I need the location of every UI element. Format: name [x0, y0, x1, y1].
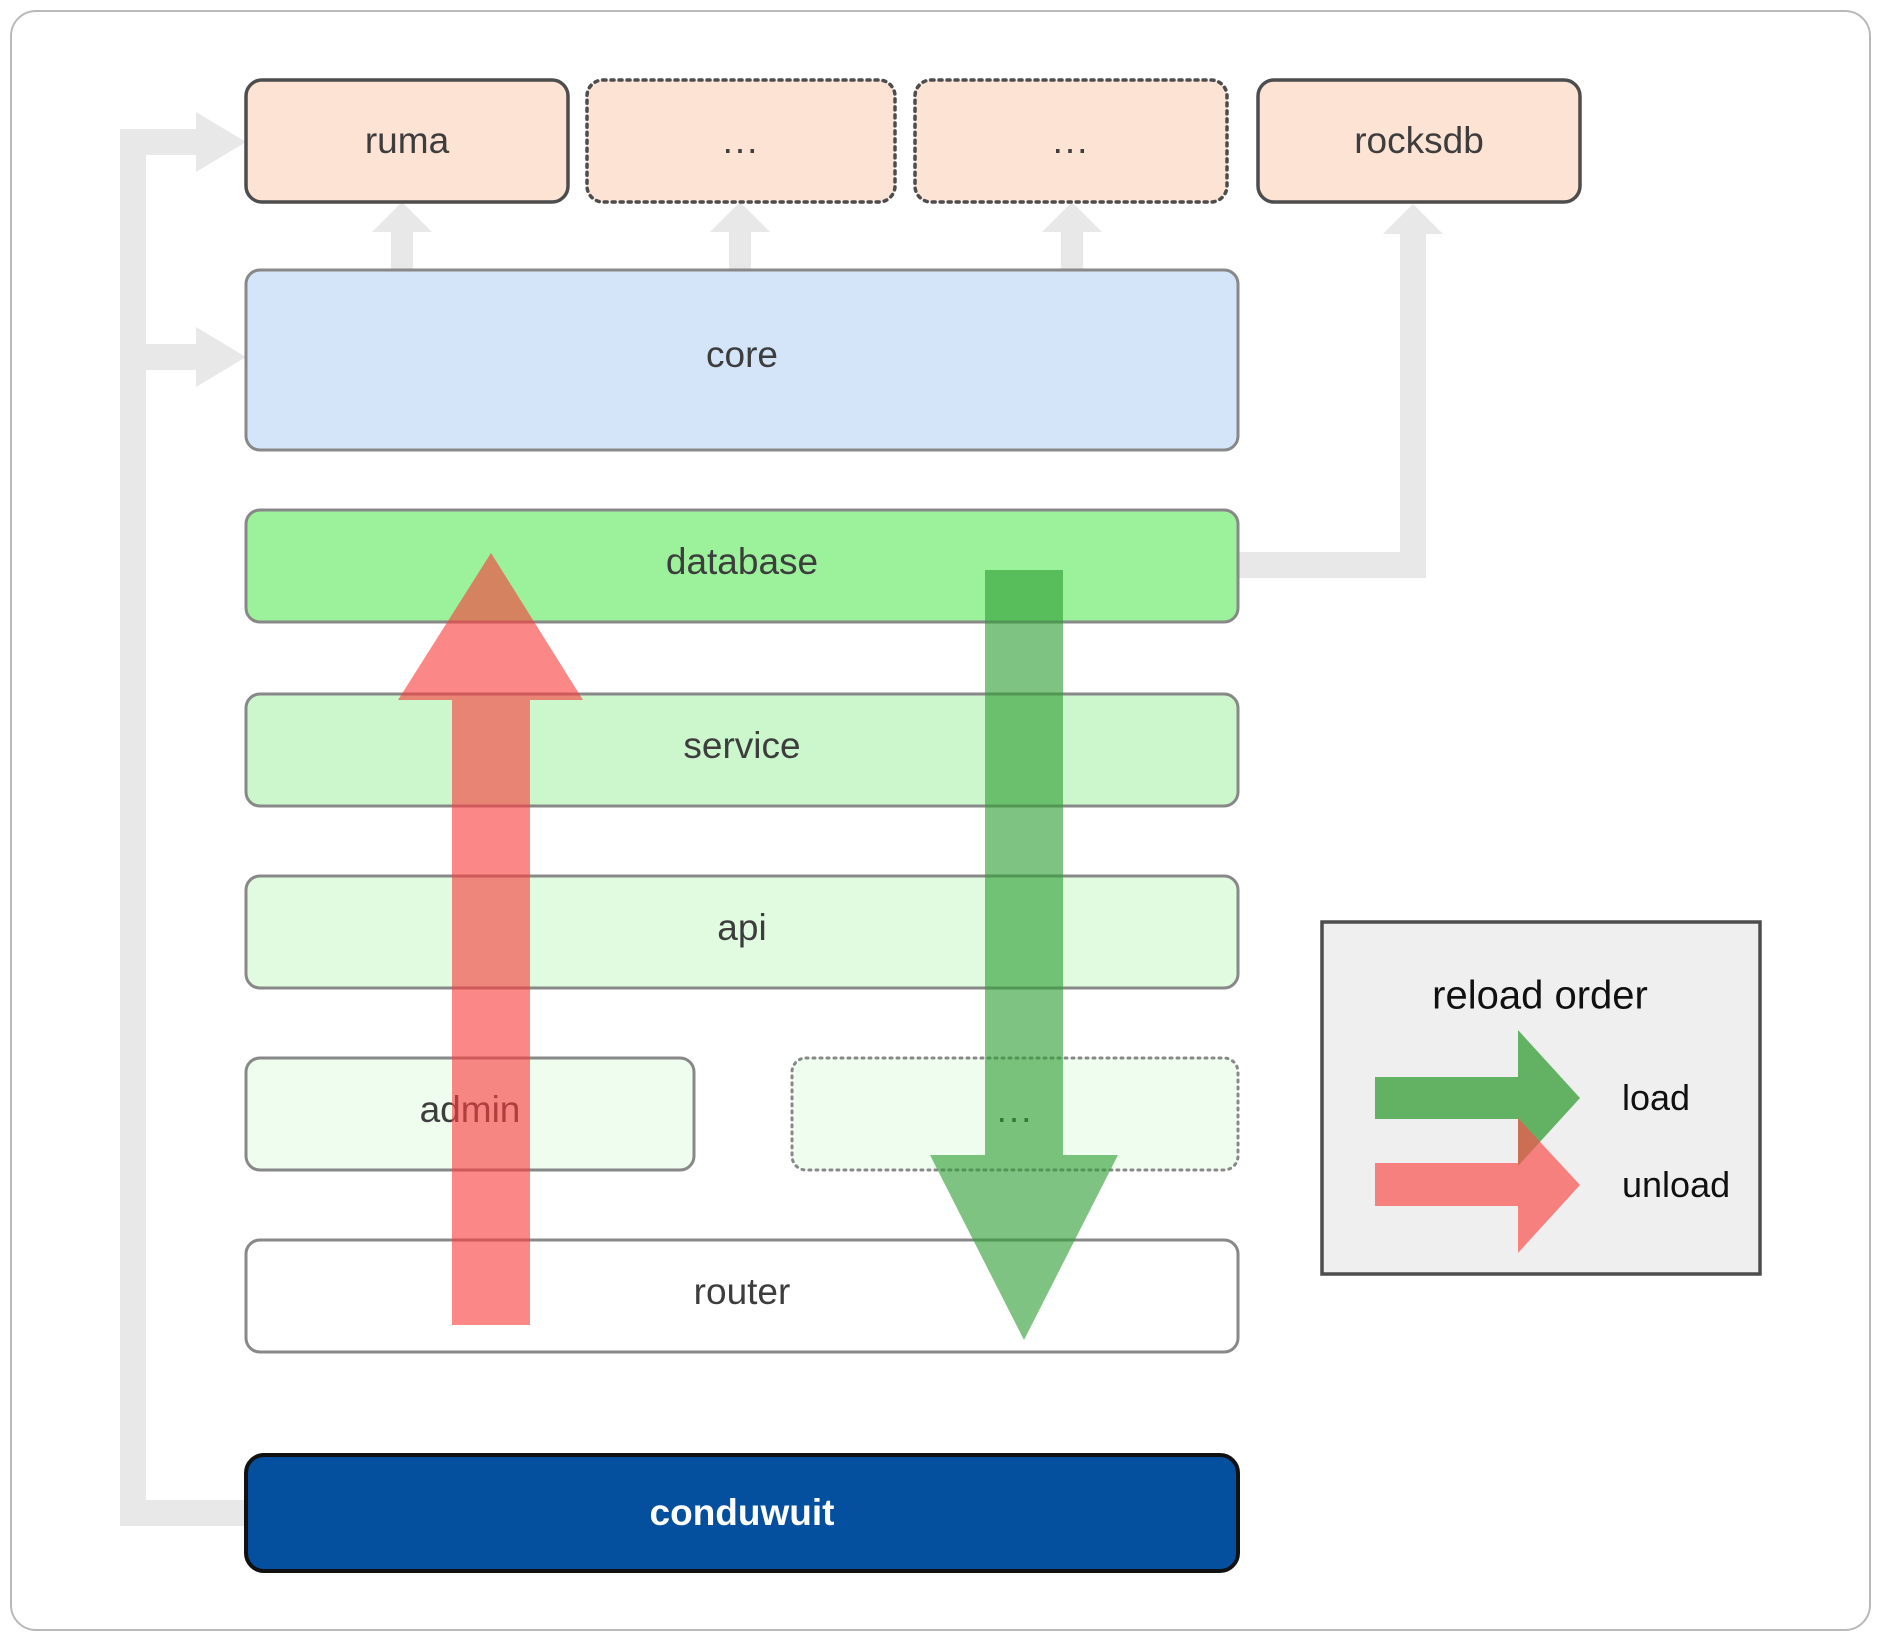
connector-core-to-ext2 — [1042, 202, 1102, 273]
unload-flow-arrow — [398, 553, 583, 1325]
layer-label: database — [666, 541, 818, 582]
external-crate-label: ... — [723, 120, 760, 161]
legend-unload-arrow-icon — [1375, 1118, 1580, 1253]
layer-label: service — [683, 725, 800, 766]
connector-arrowhead-ruma — [196, 112, 246, 172]
connector-conduwuit-left-rail — [120, 129, 245, 1526]
root-crate-conduwuit[interactable]: conduwuit — [244, 1453, 1240, 1573]
layer-api[interactable]: api — [244, 874, 1240, 990]
layer-router[interactable]: router — [244, 1238, 1240, 1354]
layer-label: api — [717, 907, 766, 948]
external-crate-ext2[interactable]: ... — [913, 78, 1229, 204]
layer-label: router — [694, 1271, 791, 1312]
legend-entry-unload: unload — [1375, 1118, 1730, 1253]
external-crate-ext1[interactable]: ... — [585, 78, 897, 204]
layer-label: core — [706, 334, 778, 375]
external-crate-label: ... — [1053, 120, 1090, 161]
connector-arrowhead-rocksdb — [1383, 204, 1443, 234]
root-crate-label: conduwuit — [650, 1492, 835, 1533]
external-crate-row: ruma ... ... rocksdb — [244, 78, 1582, 204]
legend-unload-label: unload — [1622, 1164, 1730, 1205]
external-crate-label: ruma — [365, 120, 450, 161]
external-crate-ruma[interactable]: ruma — [244, 78, 570, 204]
legend-title: reload order — [1432, 974, 1648, 1018]
layer-core[interactable]: core — [244, 268, 1240, 452]
connector-layer — [120, 112, 1443, 1526]
external-crate-label: rocksdb — [1354, 120, 1484, 161]
connector-database-to-rocksdb — [1230, 230, 1426, 578]
legend-panel: reload order load unload — [1320, 920, 1762, 1276]
load-flow-arrow — [930, 570, 1118, 1340]
connector-arrowhead-core — [196, 327, 246, 387]
connector-core-to-ext1 — [710, 202, 770, 273]
legend-load-label: load — [1622, 1077, 1690, 1118]
connector-core-to-ruma — [372, 202, 432, 273]
layer-database[interactable]: database — [244, 508, 1240, 624]
external-crate-rocksdb[interactable]: rocksdb — [1256, 78, 1582, 204]
layer-service[interactable]: service — [244, 692, 1240, 808]
